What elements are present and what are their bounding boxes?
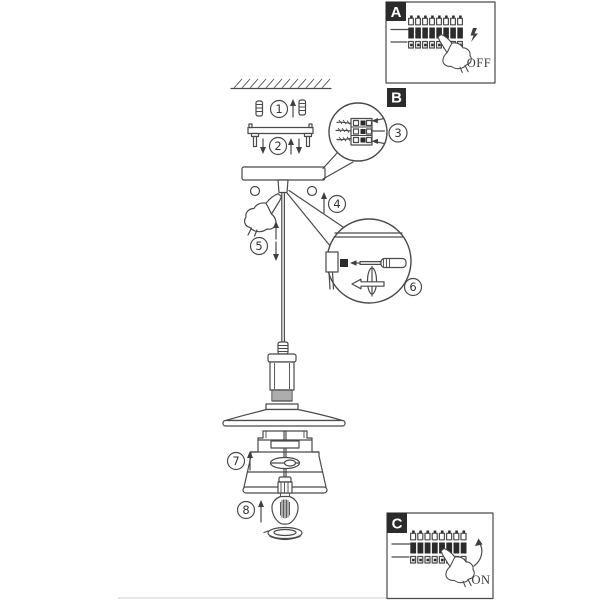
supply-bus-lines: [390, 28, 409, 43]
power-bolt-icon: [470, 28, 478, 42]
cord-detail: [328, 271, 335, 290]
bracket-screw-left: [250, 132, 260, 148]
canopy-hole-left: [249, 185, 261, 197]
pendant-cord: [281, 191, 285, 344]
step-6-number: 6: [409, 280, 416, 294]
wire-insert-arrows: [371, 117, 386, 145]
flip-up-arrow-icon: [473, 538, 483, 567]
push-arrow-icon: [350, 260, 361, 266]
step-5-down-arrow-icon: [273, 241, 279, 261]
supply-wires: [335, 119, 352, 142]
screwdriver-icon: [359, 257, 407, 269]
set-screw: [340, 259, 348, 267]
inset-b-label: B: [391, 90, 402, 107]
supply-bus-lines: [391, 543, 411, 558]
step-1-badge: 1: [269, 99, 289, 119]
step-4-up-arrow-icon: [321, 192, 327, 214]
step-3-number: 3: [394, 126, 401, 140]
lamp-socket: [267, 353, 297, 402]
terminal-block: [350, 117, 373, 146]
step-2-up-arrow-icon: [288, 138, 294, 155]
on-status-label: ON: [471, 573, 490, 587]
step-3-badge: 3: [388, 123, 408, 143]
step-1-number: 1: [275, 102, 282, 116]
section-b-label: B: [387, 88, 406, 107]
setscrew-detail-circle: [325, 218, 412, 304]
metal-shade: [222, 403, 346, 427]
step-6-badge: 6: [403, 277, 423, 297]
wall-anchor-right: [298, 99, 307, 116]
cage-slot: [270, 440, 300, 449]
step-8-badge: 8: [236, 500, 256, 520]
step-8-number: 8: [242, 503, 249, 517]
inset-c-label: C: [392, 516, 403, 533]
edison-bulb: [271, 493, 299, 525]
step-7-badge: 7: [226, 451, 246, 471]
step-4-badge: 4: [327, 194, 347, 214]
inset-a-breaker-off: A OFF: [385, 1, 496, 84]
cord-grip: [277, 179, 289, 194]
step-2-down-arrow-icon: [260, 138, 266, 154]
cord-grip-detail: [325, 251, 339, 273]
ceiling-hatch: [230, 78, 332, 90]
inset-c-breaker-on: C ON: [386, 512, 494, 600]
step-1-up-arrow-icon: [290, 99, 296, 118]
step-2-badge: 2: [268, 136, 288, 156]
step-5-badge: 5: [249, 236, 269, 256]
step-2-down-arrow-icon-2: [296, 138, 302, 154]
off-status-label: OFF: [467, 56, 491, 70]
mounting-bracket: [247, 123, 314, 148]
wing-nut: [269, 456, 301, 470]
bracket-screw-right: [303, 132, 313, 148]
bulb-socket: [277, 476, 293, 494]
socket-threads: [273, 390, 291, 401]
ceiling-canopy: [241, 166, 326, 197]
wall-anchor-left: [255, 100, 264, 117]
step-4-number: 4: [333, 197, 340, 211]
step-2-number: 2: [274, 139, 281, 153]
callout-3-leader-lines: [322, 152, 354, 180]
retainer-ring: [263, 526, 303, 541]
callout-6-leader-lines: [286, 189, 347, 248]
step-7-number: 7: [232, 454, 239, 468]
canopy-hole-right: [306, 185, 318, 197]
cord-ferrule: [277, 341, 289, 355]
canopy-edge-lines: [333, 232, 404, 238]
wiring-detail-circle: [328, 102, 388, 162]
bulb-filament: [280, 499, 290, 519]
inset-a-label: A: [391, 4, 402, 21]
step-5-up-arrow-icon: [273, 221, 279, 240]
step-7-up-arrow-icon: [247, 451, 253, 471]
step-5-number: 5: [255, 239, 262, 253]
turn-to-loosen-icon: [351, 265, 385, 297]
step-8-up-arrow-icon: [258, 500, 264, 523]
